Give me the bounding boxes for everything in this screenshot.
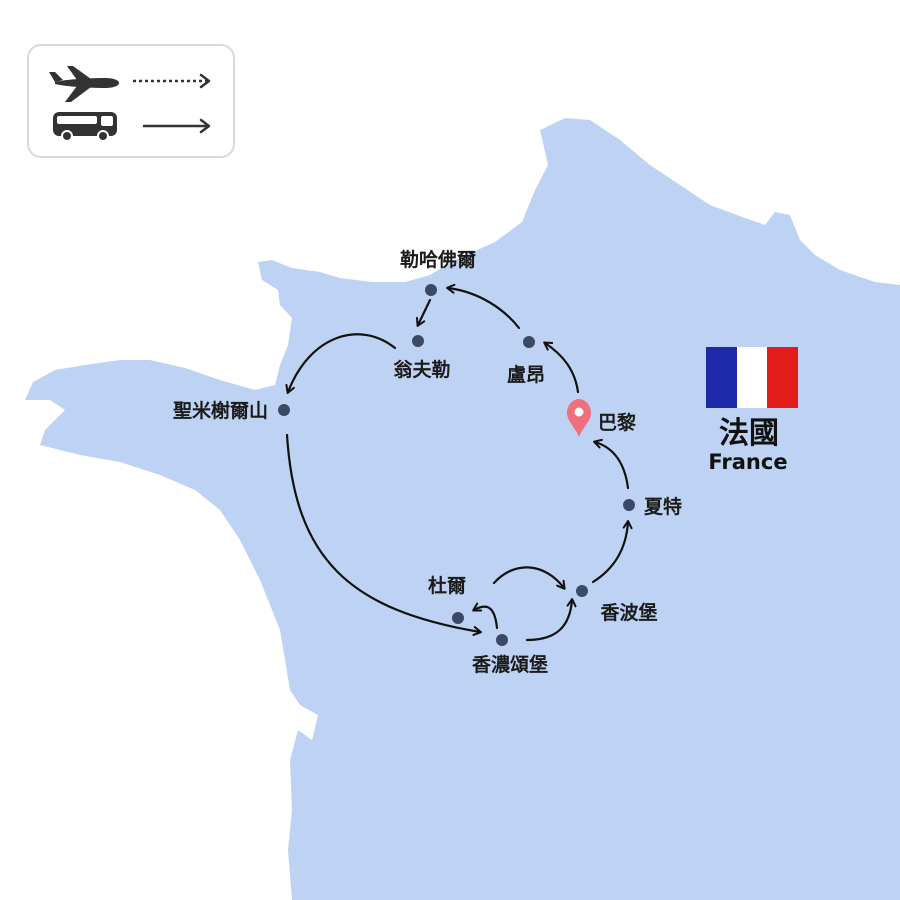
route-honfleur-montstmichel [285,333,397,394]
route-chartres-paris [593,438,630,490]
city-label-honfleur: 翁夫勒 [393,358,450,381]
legend-panel [27,44,235,158]
city-label-tours: 杜爾 [428,574,466,597]
route-rouen-lehavre [446,283,521,330]
route-chambord-chartres [591,520,633,584]
route-montstmichel-chenonceau [285,433,482,636]
dot-rouen [523,336,535,348]
solid-arrow-line [143,118,211,134]
city-label-paris: 巴黎 [598,412,636,434]
france-flag [706,347,798,408]
route-chenonceau-chambord [525,598,577,642]
dot-mont-saint-michel [278,404,290,416]
route-tours-chambord [492,566,566,590]
dot-chenonceau [496,634,508,646]
dot-honfleur [412,335,424,347]
dot-le-havre [425,284,437,296]
route-chenonceau-tours [472,602,499,630]
dot-chartres [623,499,635,511]
route-paris-rouen [543,341,580,394]
location-pin-icon [567,399,591,437]
dashed-arrow-line [133,73,211,89]
city-label-chartres: 夏特 [644,496,682,518]
city-label-le-havre: 勒哈佛爾 [400,248,476,271]
dot-tours [452,612,464,624]
city-dots [278,284,635,646]
city-label-mont-saint-michel: 聖米榭爾山 [173,399,268,422]
country-name-en: France [708,450,787,474]
bus-icon [53,112,117,142]
city-label-chenonceau: 香濃頌堡 [471,653,548,676]
route-lehavre-honfleur [415,298,432,327]
land-mass [25,118,900,900]
route-arrows [285,283,633,642]
city-label-chambord: 香波堡 [599,601,657,624]
city-label-rouen: 盧昂 [507,364,545,386]
country-name-zh: 法國 [719,416,779,451]
dot-chambord [576,585,588,597]
estuary [298,705,318,740]
airplane-icon [49,66,119,102]
